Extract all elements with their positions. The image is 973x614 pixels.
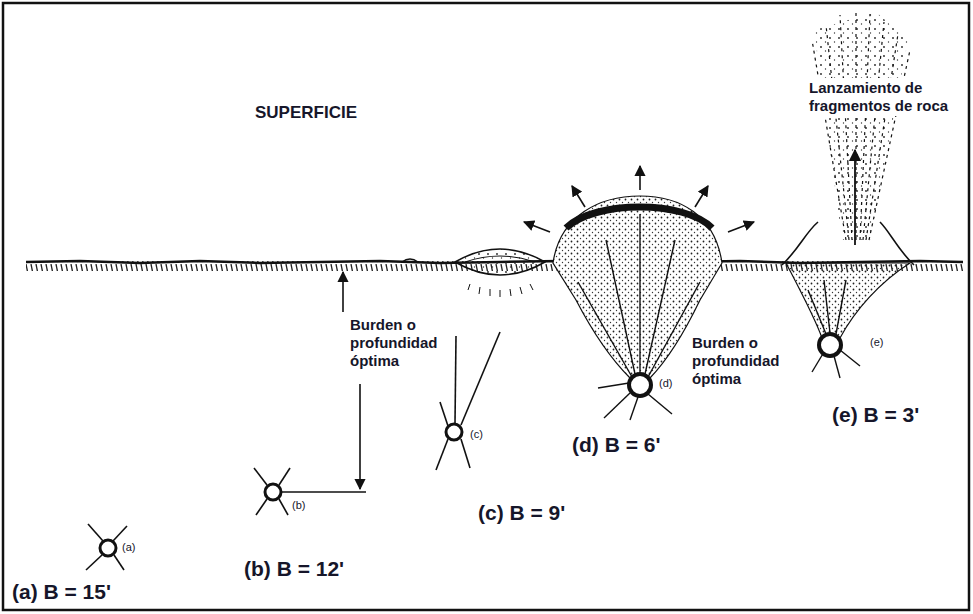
burden-label: Burden o profundidad óptima [692, 334, 792, 388]
crater-e-part-part [860, 14, 870, 240]
crater-e-part [812, 10, 910, 240]
crater-d-part [578, 214, 700, 420]
charge-label: (b) [292, 499, 305, 512]
charge-b-part [279, 499, 288, 515]
crater-e-part-part [840, 350, 860, 366]
charge-c-part [440, 402, 448, 426]
crater-d-part-part [695, 186, 708, 207]
crater-e-part-part [826, 25, 849, 240]
charge-c-part-part [500, 290, 501, 297]
charge-label-slot: (b) [292, 499, 305, 512]
surface-label-slot: SUPERFICIE [255, 103, 357, 123]
charge-b [254, 259, 418, 515]
charge-a-part [88, 524, 103, 541]
burden-label: Burden o profundidad óptima [350, 316, 450, 370]
charge-b-part [256, 499, 267, 515]
crater-e-part [786, 263, 910, 338]
burden-label-slot: Burden o profundidad óptima [692, 334, 792, 388]
crater-d-part-part [728, 222, 754, 232]
crater-e-part-part [812, 40, 846, 240]
case-label: (e) B = 3' [832, 402, 919, 427]
crater-e-part-part [866, 34, 898, 240]
charge-c [436, 249, 545, 470]
case-label: (c) B = 9' [478, 500, 565, 525]
charge-label: (a) [122, 541, 135, 554]
charge-a-part [114, 555, 124, 570]
charge-c-part [455, 249, 545, 275]
burden-label-slot: Burden o profundidad óptima [350, 316, 450, 370]
charge-c-part [461, 439, 470, 468]
crater-d-part-part [606, 240, 635, 374]
crater-e-part-part [808, 290, 826, 334]
charge-label: (e) [870, 336, 883, 349]
charge-c-part [436, 439, 448, 470]
crater-d-part-part [630, 397, 638, 420]
charge-c-part [446, 424, 462, 440]
crater-d-part [566, 207, 712, 228]
case-label: (a) B = 15' [12, 579, 111, 604]
charge-c-part-part [468, 284, 470, 290]
case-label-slot: (a) B = 15' [12, 579, 111, 604]
crater-e-part [814, 12, 908, 240]
charge-b-part [359, 384, 361, 489]
charge-label: (c) [470, 428, 483, 441]
case-label-slot: (e) B = 3' [832, 402, 919, 427]
case-label-slot: (d) B = 6' [572, 432, 660, 457]
crater-d-part-part [598, 383, 629, 388]
crater-e-part [880, 222, 914, 265]
charge-c-part-part [490, 289, 491, 296]
ejection-label: Lanzamiento de fragmentos de roca [806, 78, 956, 116]
surface-label: SUPERFICIE [255, 103, 357, 123]
charge-b-part [254, 468, 267, 485]
crater-e-part-part [840, 15, 852, 240]
charge-c-part-part [530, 284, 533, 290]
charge-a-part [100, 540, 116, 556]
charge-c-part-part [520, 287, 522, 294]
crater-d-part-part [639, 166, 641, 190]
charge-c-part [465, 256, 535, 262]
charge-c-part [455, 336, 456, 423]
crater-d-part-part [524, 222, 550, 232]
charge-c-part [461, 332, 500, 425]
case-label: (d) B = 6' [572, 432, 660, 457]
crater-d-part-part [648, 394, 672, 414]
crater-d-part-part [604, 393, 630, 418]
charge-c-part [468, 284, 533, 297]
case-label-slot: (b) B = 12' [244, 556, 344, 581]
crater-d-part-part [572, 186, 585, 207]
charge-label-slot: (c) [470, 428, 483, 441]
case-label: (b) B = 12' [244, 556, 344, 581]
charge-b-part [402, 259, 418, 262]
charge-b-part [265, 484, 281, 500]
charge-label-slot: (d) [659, 377, 672, 390]
crater-e-part [808, 280, 860, 378]
crater-e-part-part [824, 280, 830, 333]
crater-e-part [819, 334, 841, 356]
charge-label: (d) [659, 377, 672, 390]
crater-e-part [854, 150, 856, 245]
crater-e-part-part [836, 280, 846, 334]
crater-d-part-part [639, 214, 640, 373]
charge-label-slot: (a) [122, 541, 135, 554]
charge-b-part [279, 468, 290, 485]
crater-d-part-part [578, 282, 632, 377]
ejection-label-slot: Lanzamiento de fragmentos de roca [806, 78, 956, 116]
crater-e-part-part [863, 22, 884, 240]
charge-c-part-part [510, 289, 511, 296]
frame [3, 3, 969, 610]
charge-a-part [86, 555, 102, 570]
charge-c-part-part [479, 287, 480, 294]
charge-label-slot: (e) [870, 336, 883, 349]
charge-a-part [113, 526, 127, 541]
crater-d-part [629, 374, 651, 396]
crater-d-part [524, 166, 754, 232]
crater-e-part [782, 222, 818, 265]
charge-b-part [342, 272, 344, 312]
crater-e [782, 10, 914, 378]
crater-e-part-part [834, 356, 840, 378]
charge-a [86, 524, 127, 570]
case-label-slot: (c) B = 9' [478, 500, 565, 525]
charge-b-part [282, 491, 366, 493]
